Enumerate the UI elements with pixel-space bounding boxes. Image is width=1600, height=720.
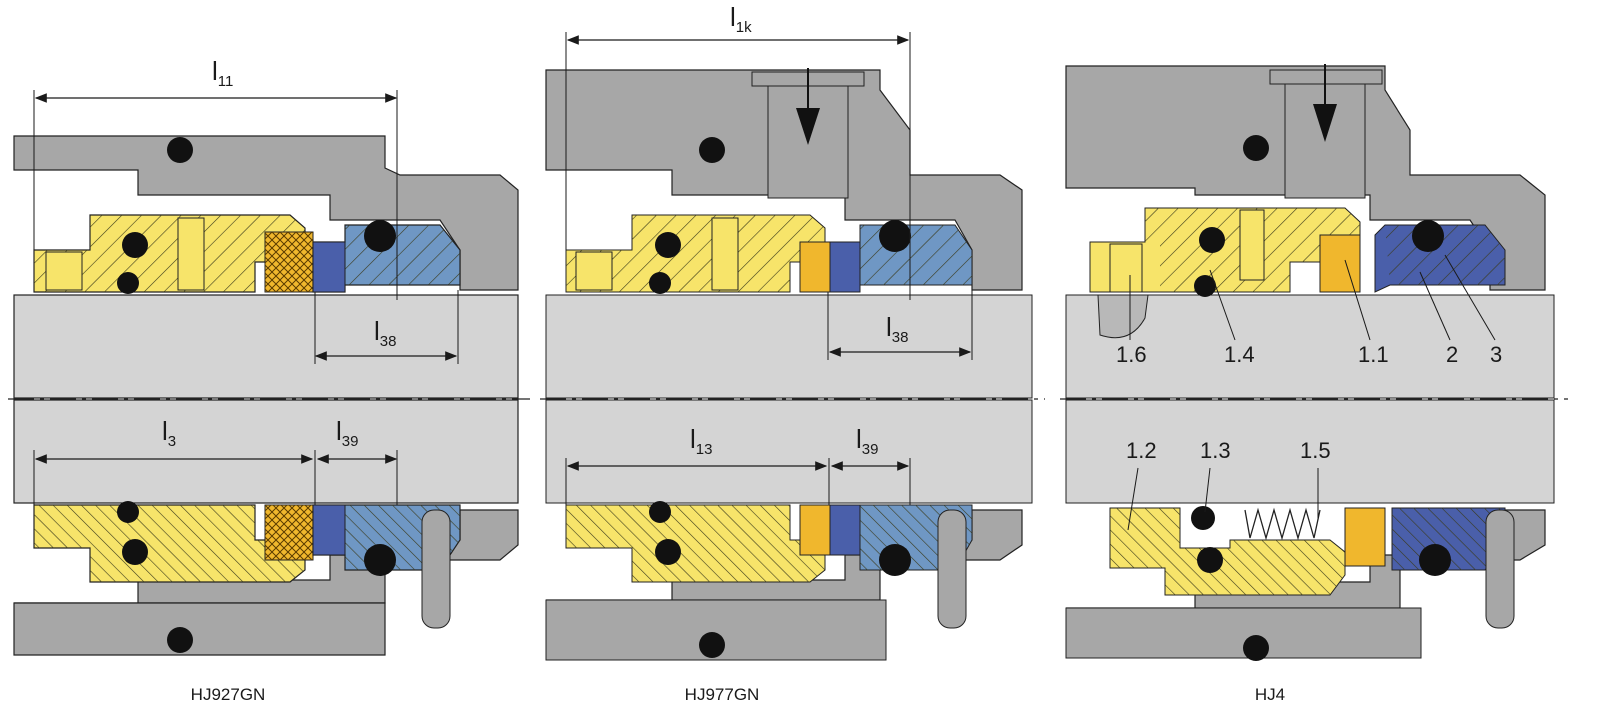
hatch-upper — [34, 215, 305, 292]
hatch-lower — [34, 505, 305, 582]
leader-1-2 — [1127, 467, 1139, 531]
flush-arrow-2 — [796, 108, 820, 145]
o-ring-housing-upper-3 — [1243, 135, 1269, 161]
set-screw-upper — [45, 251, 83, 291]
leader-1-1 — [1344, 259, 1371, 341]
part-label-1-4: 1.4 — [1224, 342, 1255, 367]
o-ring-seat-upper — [364, 220, 396, 252]
face-upper-2 — [799, 241, 831, 293]
o-ring-housing-upper-2 — [699, 137, 725, 163]
shaft-upper — [13, 294, 519, 399]
dim-label-mid-2: l38 — [886, 312, 908, 346]
hatch-upper-2 — [566, 215, 825, 292]
face-upper-cross — [265, 232, 313, 292]
dim-label-bl: l3 — [162, 416, 176, 450]
o-ring-inner-lower-2b — [649, 501, 671, 523]
o-ring-inner-upper-a — [122, 232, 148, 258]
seat-face-lower — [312, 504, 346, 556]
part-label-1-5: 1.5 — [1300, 438, 1331, 463]
part-label-1-1: 1.1 — [1358, 342, 1389, 367]
o-ring-seat-lower-3 — [1419, 544, 1451, 576]
o-ring-housing-upper — [167, 137, 193, 163]
anti-rotation-pin-lower — [421, 509, 451, 629]
hatch-lower-3 — [1110, 508, 1345, 595]
o-ring-seat-upper-3 — [1412, 220, 1444, 252]
face-lower-cross — [265, 505, 313, 560]
dim-label-br-2: l39 — [856, 424, 878, 458]
o-ring-housing-lower-2 — [699, 632, 725, 658]
face-upper-3 — [1319, 234, 1361, 293]
face-lower-2 — [799, 504, 831, 556]
seat-face-lower-2 — [829, 504, 861, 556]
flush-arrow-3 — [1313, 104, 1337, 142]
seat-upper-hatch-2 — [860, 225, 972, 285]
dim-label-mid: l38 — [374, 316, 396, 350]
o-ring-seat-lower — [364, 544, 396, 576]
diagram-hj4: 1.6 1.4 1.1 2 3 1.2 1.3 1.5 HJ4 — [1060, 64, 1568, 704]
dim-label-bl-2: l13 — [690, 424, 712, 458]
part-label-1-2: 1.2 — [1126, 438, 1157, 463]
o-ring-inner-upper-2a — [655, 232, 681, 258]
diagram-hj977gn: l1k l38 l13 l39 HJ977GN — [540, 2, 1045, 704]
anti-rotation-pin-lower-3 — [1485, 509, 1515, 629]
o-ring-inner-lower-3b — [1197, 547, 1223, 573]
housing-lower-bottom — [13, 602, 386, 656]
anti-rotation-pin-lower-2 — [937, 509, 967, 629]
o-ring-inner-upper-b — [117, 272, 139, 294]
caption-hj927gn: HJ927GN — [191, 685, 266, 704]
spring-3 — [1244, 507, 1321, 541]
o-ring-housing-lower-3 — [1243, 635, 1269, 661]
dim-label-top-2: l1k — [730, 2, 752, 36]
set-screw-tip-3 — [1097, 294, 1149, 339]
o-ring-inner-lower-2a — [655, 539, 681, 565]
caption-hj4: HJ4 — [1255, 685, 1285, 704]
drive-pin-upper — [177, 217, 205, 291]
o-ring-seat-lower-2 — [879, 544, 911, 576]
drive-pin-upper-3 — [1239, 209, 1265, 281]
part-label-1-6: 1.6 — [1116, 342, 1147, 367]
part-label-1-3: 1.3 — [1200, 438, 1231, 463]
set-screw-upper-2 — [575, 251, 613, 291]
seat-face-upper — [312, 241, 346, 293]
leader-1-3 — [1204, 467, 1211, 513]
diagram-hj927gn: l11 l38 l3 l39 HJ927GN — [8, 56, 530, 704]
shaft-upper-3 — [1065, 294, 1555, 399]
shaft-lower-2 — [545, 399, 1033, 504]
o-ring-inner-lower-a — [122, 539, 148, 565]
caption-hj977gn: HJ977GN — [685, 685, 760, 704]
shaft-upper-2 — [545, 294, 1033, 399]
seat-face-upper-2 — [829, 241, 861, 293]
shaft-lower-3 — [1065, 399, 1555, 504]
o-ring-inner-upper-3a — [1199, 227, 1225, 253]
leader-1-4 — [1209, 269, 1236, 341]
o-ring-inner-upper-2b — [649, 272, 671, 294]
hatch-lower-2 — [566, 505, 825, 582]
o-ring-seat-upper-2 — [879, 220, 911, 252]
drive-pin-upper-2 — [711, 217, 739, 291]
set-screw-upper-3 — [1109, 243, 1143, 293]
shaft-lower — [13, 399, 519, 504]
seat-upper-hatch — [345, 225, 460, 285]
o-ring-housing-lower — [167, 627, 193, 653]
dim-label-br: l39 — [336, 416, 358, 450]
o-ring-inner-lower-3a — [1191, 506, 1215, 530]
leader-3 — [1444, 254, 1496, 341]
o-ring-inner-upper-3b — [1194, 275, 1216, 297]
part-label-3: 3 — [1490, 342, 1502, 367]
part-label-2: 2 — [1446, 342, 1458, 367]
dim-label-top: l11 — [212, 56, 233, 90]
o-ring-inner-lower-b — [117, 501, 139, 523]
leader-2 — [1419, 271, 1451, 341]
face-lower-3 — [1344, 507, 1386, 567]
